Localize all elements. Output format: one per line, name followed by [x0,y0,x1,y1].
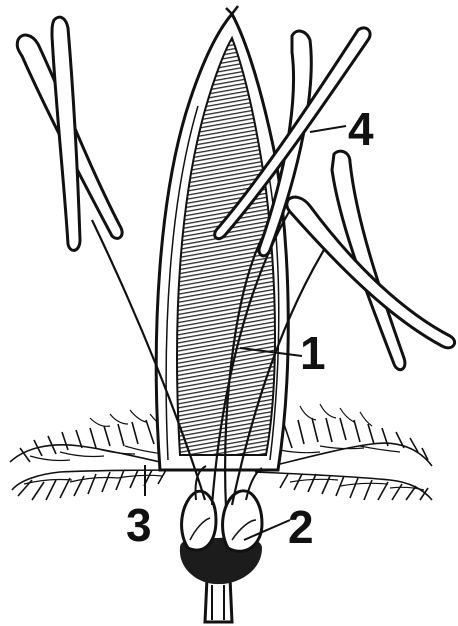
stalk [205,578,232,622]
label-2-ovary: 2 [288,504,314,550]
leader-line-4 [310,126,346,132]
label-1-petal: 1 [300,330,326,376]
label-4-anther: 4 [348,106,374,152]
label-3-bristles: 3 [126,502,152,548]
